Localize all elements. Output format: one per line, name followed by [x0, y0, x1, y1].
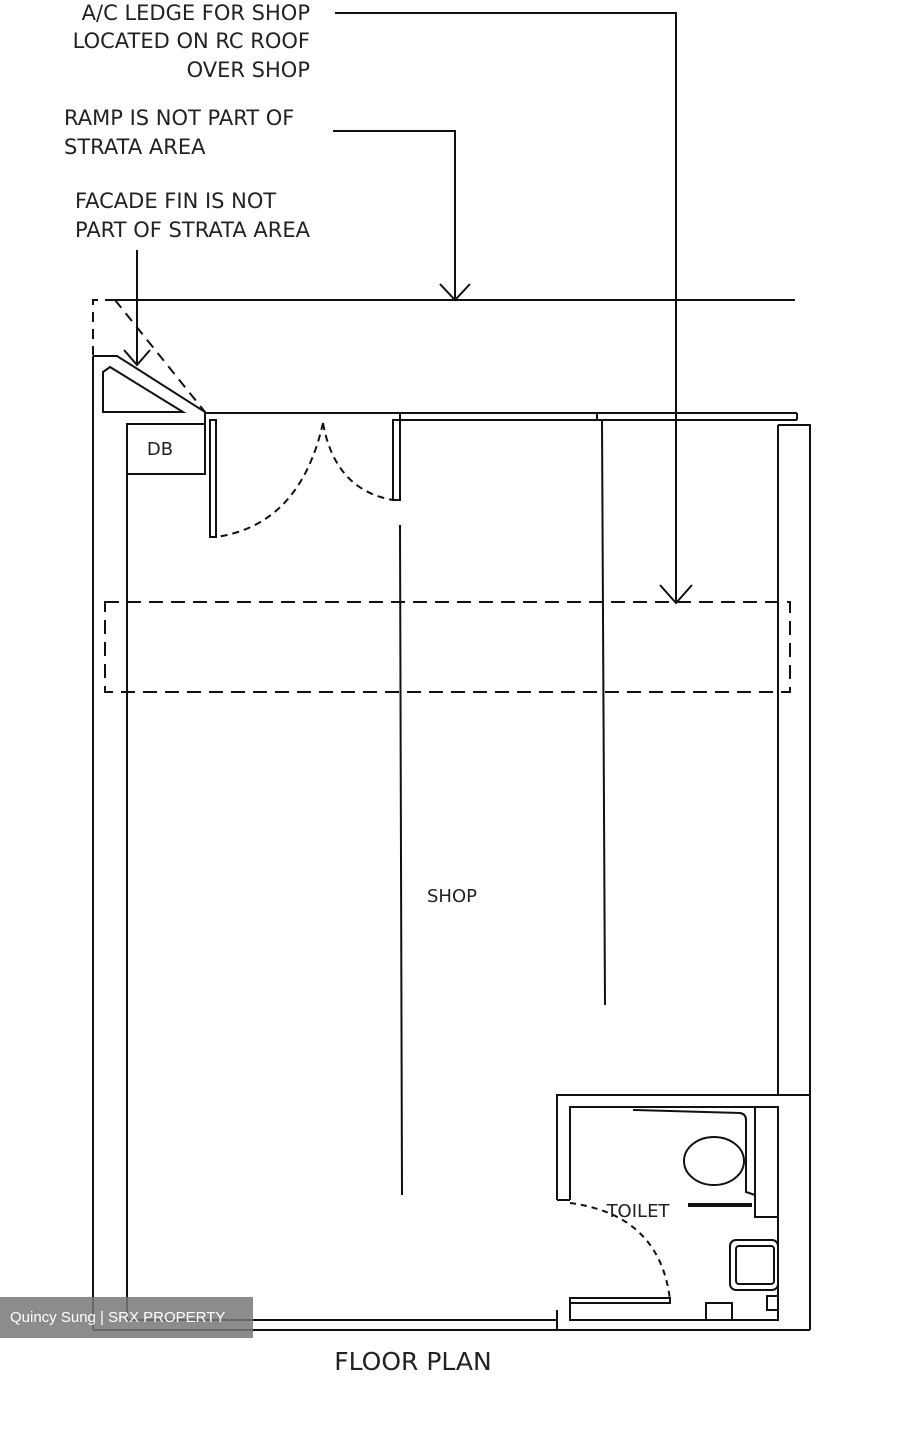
floor-plan-title: FLOOR PLAN: [334, 1347, 491, 1376]
partition-line-1: [399, 524, 403, 1196]
cistern: [754, 1106, 779, 1218]
facade-dashed-outline: [92, 299, 115, 355]
facade-dashed-diagonal: [114, 299, 206, 413]
ramp-leader: [333, 130, 456, 300]
facade-fin-note: FACADE FIN IS NOT PART OF STRATA AREA: [75, 189, 311, 242]
right-wall-outer: [778, 424, 811, 1330]
facade-fin: [102, 365, 187, 413]
db-label: DB: [147, 439, 173, 460]
ac-ledge-note: A/C LEDGE FOR SHOP LOCATED ON RC ROOF OV…: [73, 1, 310, 82]
ramp-line-1: RAMP IS NOT PART OF: [64, 106, 294, 130]
ac-ledge-line-2: LOCATED ON RC ROOF: [73, 29, 310, 53]
facade-line-1: FACADE FIN IS NOT: [75, 189, 276, 213]
toilet-door-leaf: [569, 1297, 671, 1304]
ac-ledge-line-3: OVER SHOP: [187, 58, 310, 82]
basin-icon: [729, 1239, 779, 1291]
ac-ledge-arrow-icon: [659, 584, 693, 605]
ac-ledge-dashed-outline: [104, 601, 791, 693]
toilet-outer-wall: [556, 1094, 810, 1200]
floor-trap: [705, 1302, 733, 1321]
door-jamb-right: [392, 419, 401, 501]
watermark: Quincy Sung | SRX PROPERTY: [0, 1297, 253, 1338]
door-jamb-left: [209, 419, 217, 538]
grab-bar: [632, 1109, 756, 1196]
toilet-room: TOILET: [556, 1094, 810, 1330]
facade-line-2: PART OF STRATA AREA: [75, 218, 311, 242]
door-swing-right: [322, 422, 394, 501]
basin-inner: [735, 1245, 775, 1285]
ac-ledge-line-1: A/C LEDGE FOR SHOP: [82, 1, 310, 25]
wall-fixture: [766, 1295, 779, 1311]
ramp-note: RAMP IS NOT PART OF STRATA AREA: [64, 106, 294, 159]
toilet-bowl-icon: [683, 1136, 745, 1186]
toilet-door-swing: [569, 1202, 671, 1301]
toilet-label: TOILET: [606, 1201, 671, 1222]
partition-line-2: [601, 419, 606, 1006]
facade-arrow-icon: [123, 349, 151, 367]
db-box: [126, 423, 206, 475]
shop-label: SHOP: [427, 886, 477, 907]
ac-ledge-leader: [335, 12, 677, 603]
door-swing-left: [215, 422, 324, 538]
ramp-line-2: STRATA AREA: [64, 135, 206, 159]
